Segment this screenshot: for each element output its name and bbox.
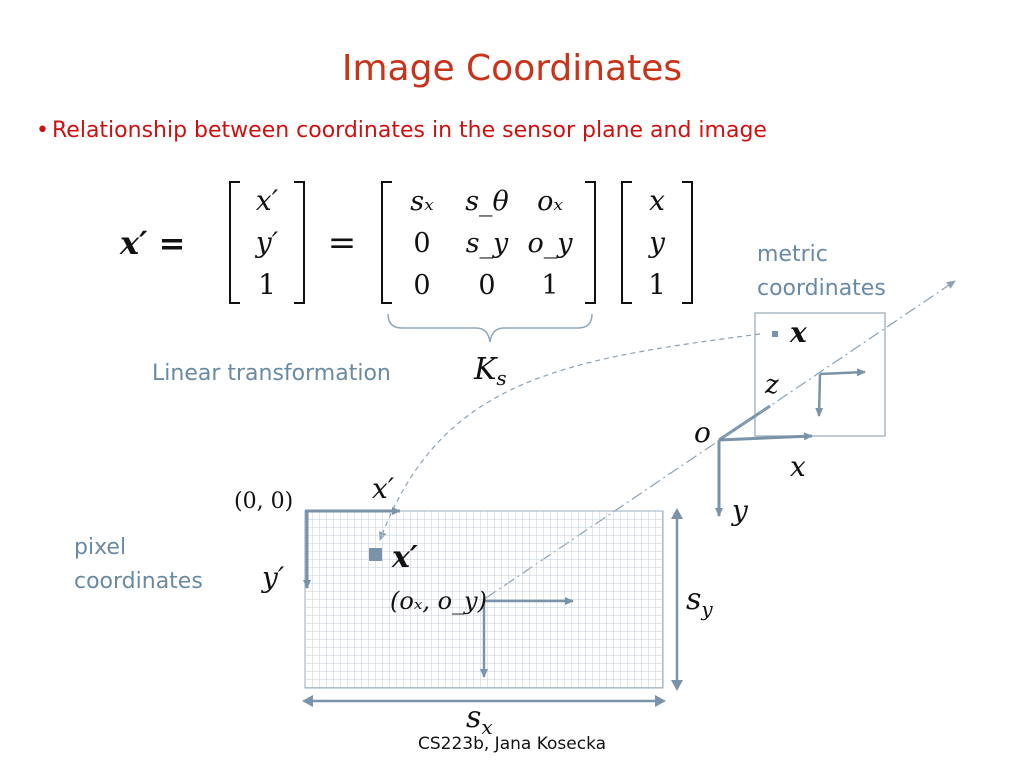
principal-point-label: (oₓ, o_y) xyxy=(390,587,487,615)
camera-x-axis xyxy=(718,432,813,442)
metric-box-y-axis xyxy=(815,373,824,417)
matrix-cell-2-0: 0 xyxy=(413,270,430,301)
vector-xprime-2: 1 xyxy=(258,268,276,301)
pixel-coordinates-label: pixel coordinates xyxy=(74,531,203,599)
vector-x-2: 1 xyxy=(648,268,666,301)
matrix-cell-0-2: oₓ xyxy=(537,186,563,217)
bracket-matrix-open xyxy=(381,181,392,304)
pixel-point-marker xyxy=(369,548,382,561)
equation-equals: = xyxy=(328,223,357,263)
sy-arrow-bottom-icon xyxy=(671,680,683,691)
sy-arrow-top-icon xyxy=(671,508,683,519)
equation: x′ = x′ y′ 1 = sₓ s_θ oₓ 0 s_y o_y 0 0 1… xyxy=(119,181,693,390)
matrix-cell-2-1: 0 xyxy=(478,270,495,301)
matrix-cell-0-1: s_θ xyxy=(465,186,509,217)
vector-x-1: y xyxy=(647,226,666,259)
pixel-coordinates-line2: coordinates xyxy=(74,569,203,594)
metric-point-label: x xyxy=(789,316,807,349)
slide-footer: CS223b, Jana Kosecka xyxy=(417,734,607,754)
metric-coordinates-line2: coordinates xyxy=(757,276,886,301)
metric-box-x-axis xyxy=(819,368,866,377)
projection-dashed-curve xyxy=(379,333,761,541)
camera-origin-label: o xyxy=(694,416,711,449)
metric-coordinates-line1: metric xyxy=(757,242,828,267)
axis-z-label: z xyxy=(764,370,779,400)
underbrace-icon xyxy=(387,313,593,343)
bracket-right-vector-close xyxy=(682,181,693,304)
pixel-origin-label: (0, 0) xyxy=(234,489,293,514)
bullet-dot-icon: • xyxy=(36,118,49,143)
bracket-left-vector-close xyxy=(294,181,305,304)
matrix-cell-1-1: s_y xyxy=(466,228,509,259)
axis-xprime-label: x′ xyxy=(372,472,395,505)
ks-label: Ks xyxy=(473,352,507,390)
axis-x-label: x xyxy=(790,450,806,483)
bullet-item: •Relationship between coordinates in the… xyxy=(36,118,767,143)
matrix-cell-1-0: 0 xyxy=(413,228,430,259)
bracket-left-vector-open xyxy=(229,181,240,304)
slide-title: Image Coordinates xyxy=(341,48,683,89)
equation-lhs: x′ = xyxy=(119,224,185,262)
vector-x-0: x xyxy=(649,184,665,217)
pixel-point-label: x′ xyxy=(391,540,418,575)
metric-coordinates-label: metric coordinates xyxy=(757,238,886,306)
bracket-matrix-close xyxy=(585,181,596,304)
axis-y-label: y xyxy=(730,494,749,527)
linear-transformation-label: Linear transformation xyxy=(152,361,391,386)
bullet-text: Relationship between coordinates in the … xyxy=(52,118,767,143)
matrix-cell-2-2: 1 xyxy=(541,270,558,301)
axis-yprime-label: y′ xyxy=(260,561,285,594)
sx-label: sx xyxy=(466,700,493,739)
vector-xprime-1: y′ xyxy=(254,226,279,259)
pixel-coordinates-line1: pixel xyxy=(74,535,127,560)
metric-plane-box xyxy=(754,312,886,437)
matrix-cell-1-2: o_y xyxy=(527,228,573,259)
sx-arrow-left-icon xyxy=(302,695,313,707)
sy-label: sy xyxy=(686,582,713,621)
vector-xprime-0: x′ xyxy=(256,184,279,217)
sx-arrow-right-icon xyxy=(655,695,666,707)
matrix-cell-0-0: sₓ xyxy=(410,186,434,217)
bracket-right-vector-open xyxy=(621,181,632,304)
metric-point-marker xyxy=(772,331,778,337)
